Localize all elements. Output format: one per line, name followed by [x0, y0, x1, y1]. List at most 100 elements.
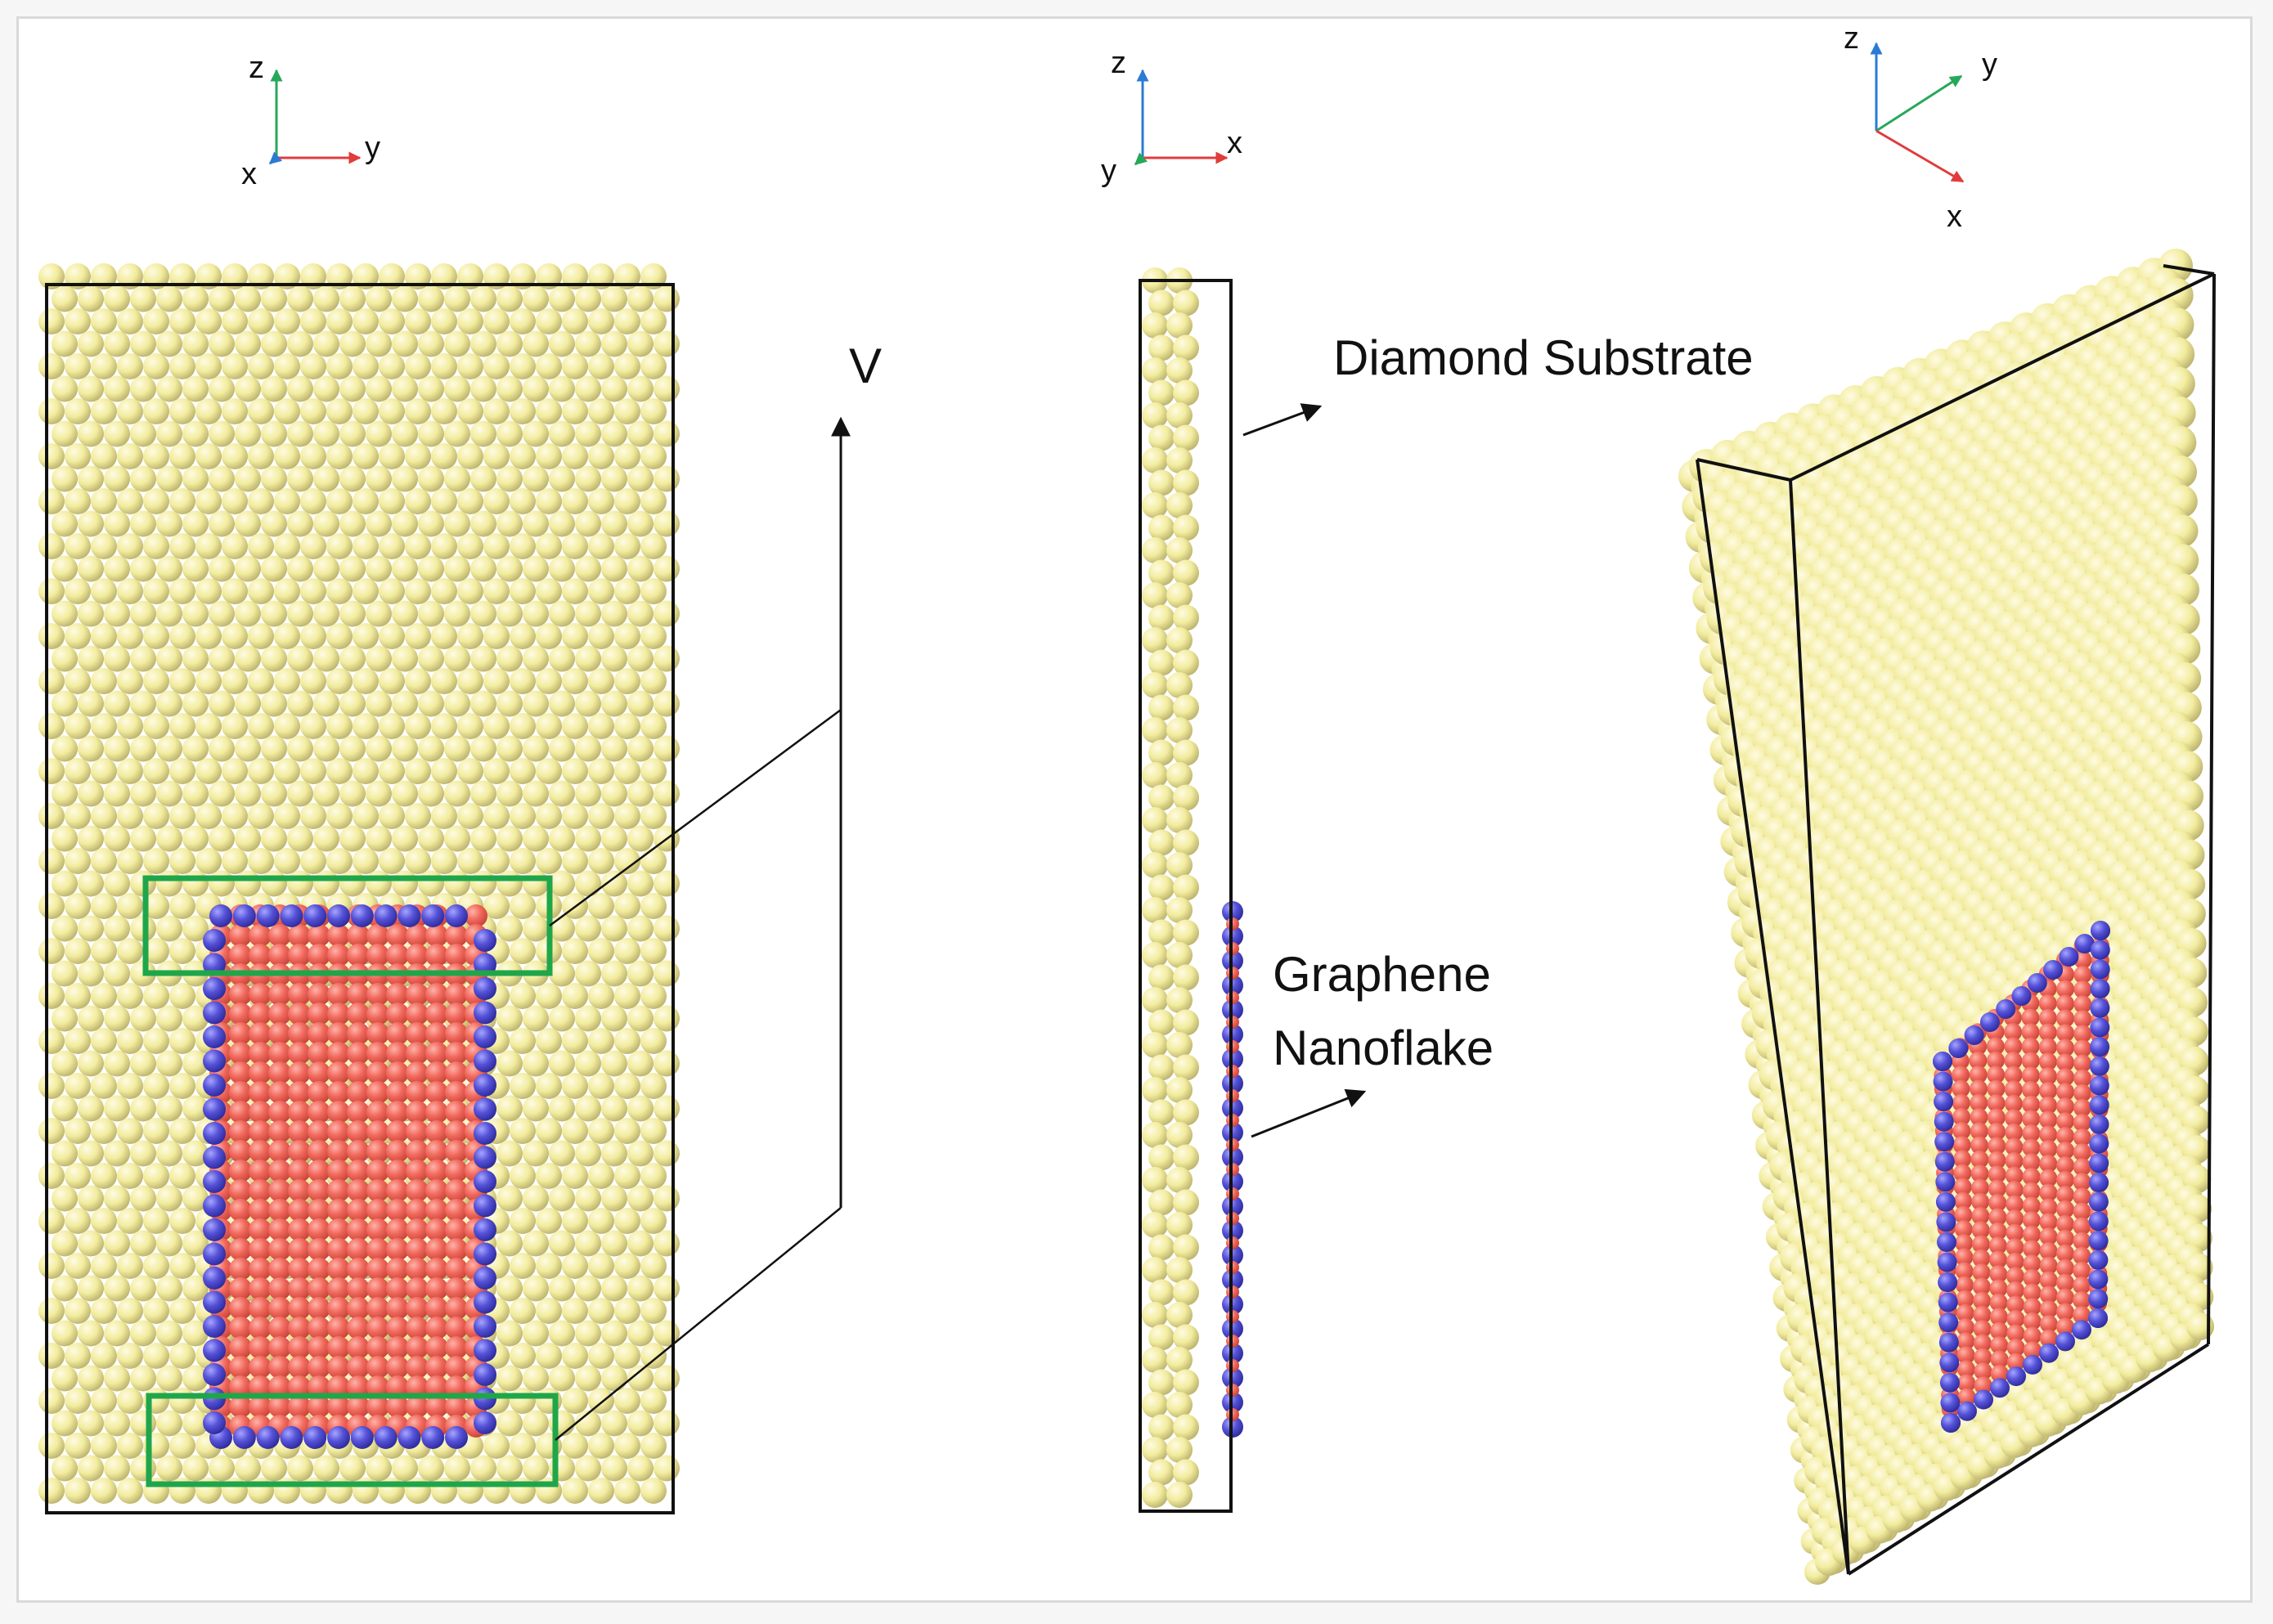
graphene-inner-atom — [229, 1160, 252, 1182]
substrate-atom — [287, 600, 313, 627]
substrate-atom — [209, 825, 235, 852]
substrate-atom — [575, 600, 601, 627]
substrate-atom — [91, 1208, 117, 1234]
substrate-atom — [654, 1230, 680, 1257]
graphene-inner-atom — [386, 1356, 409, 1379]
substrate-atom — [627, 645, 654, 672]
graphene-edge-atom — [203, 1194, 226, 1218]
substrate-atom — [627, 285, 654, 312]
substrate-atom — [38, 1163, 65, 1189]
substrate-atom — [52, 915, 78, 942]
graphene-inner-atom — [308, 1061, 330, 1084]
substrate-atom — [640, 1208, 667, 1234]
graphene-edge-atom — [203, 1146, 226, 1169]
substrate-atom — [510, 443, 536, 469]
substrate-atom — [209, 510, 235, 537]
graphene-inner-atom — [347, 1258, 370, 1281]
graphene-inner-atom — [288, 1160, 311, 1182]
substrate-atom — [640, 668, 667, 694]
substrate-atom — [496, 915, 523, 942]
substrate-atom — [195, 488, 222, 514]
graphene-inner-atom — [425, 983, 448, 1006]
substrate-atom — [182, 465, 209, 492]
substrate-atom — [640, 758, 667, 784]
substrate-atom — [261, 1455, 287, 1482]
substrate-atom — [300, 353, 326, 379]
substrate-atom — [104, 870, 130, 897]
substrate-atom — [1142, 1437, 1168, 1463]
graphene-inner-atom — [406, 1317, 429, 1339]
substrate-atom — [339, 285, 366, 312]
substrate-atom — [523, 1275, 549, 1302]
graphene-inner-atom — [268, 1238, 291, 1261]
substrate-atom — [38, 1208, 65, 1234]
substrate-atom — [457, 353, 483, 379]
substrate-atom — [575, 1230, 601, 1257]
graphene-inner-atom — [288, 1022, 311, 1045]
substrate-atom — [209, 870, 235, 897]
substrate-atom — [209, 1455, 235, 1482]
substrate-atom — [156, 600, 182, 627]
graphene-edge-atom — [474, 929, 496, 952]
substrate-atom — [353, 848, 379, 874]
substrate-atom — [104, 1275, 130, 1302]
substrate-atom — [627, 825, 654, 852]
substrate-atom — [1142, 582, 1168, 608]
graphene-inner-atom — [327, 1101, 350, 1124]
substrate-atom — [91, 578, 117, 604]
graphene-inner-atom — [327, 1199, 350, 1222]
graphene-edge-atom — [203, 977, 226, 1000]
substrate-atom — [1148, 694, 1175, 721]
substrate-atom — [130, 825, 156, 852]
substrate-atom — [91, 1253, 117, 1279]
substrate-atom — [156, 1005, 182, 1032]
substrate-atom — [470, 735, 496, 762]
substrate-atom — [65, 1433, 91, 1459]
substrate-atom — [313, 1455, 339, 1482]
substrate-atom — [536, 398, 562, 424]
substrate-atom — [562, 848, 588, 874]
substrate-atom — [654, 285, 680, 312]
substrate-atom — [483, 308, 510, 334]
substrate-atom — [169, 443, 195, 469]
graphene-inner-atom — [249, 1238, 272, 1261]
substrate-atom — [65, 848, 91, 874]
substrate-atom — [392, 555, 418, 582]
substrate-atom — [470, 780, 496, 807]
substrate-atom — [169, 1163, 195, 1189]
substrate-atom — [209, 420, 235, 447]
substrate-atom — [627, 735, 654, 762]
substrate-atom — [143, 938, 169, 964]
substrate-atom — [117, 623, 143, 649]
graphene-inner-atom — [288, 1218, 311, 1241]
substrate-atom — [130, 1230, 156, 1257]
graphene-edge-atom — [203, 1074, 226, 1097]
substrate-atom — [1148, 829, 1175, 856]
graphene-inner-atom — [308, 1218, 330, 1241]
substrate-atom — [523, 1365, 549, 1392]
substrate-atom — [248, 398, 274, 424]
substrate-atom — [313, 870, 339, 897]
substrate-atom — [261, 555, 287, 582]
graphene-inner-atom — [268, 1297, 291, 1320]
graphene-inner-atom — [327, 1022, 350, 1045]
substrate-atom — [510, 488, 536, 514]
substrate-atom — [523, 1455, 549, 1482]
substrate-atom — [588, 1073, 614, 1099]
substrate-atom — [562, 1208, 588, 1234]
substrate-atom — [588, 1343, 614, 1369]
substrate-atom — [510, 1208, 536, 1234]
graphene-inner-atom — [406, 1022, 429, 1045]
substrate-atom — [52, 1275, 78, 1302]
substrate-atom — [313, 330, 339, 357]
graphene-inner-atom — [308, 1003, 330, 1025]
substrate-atom — [65, 443, 91, 469]
graphene-inner-atom — [425, 1277, 448, 1300]
graphene-inner-atom — [386, 1101, 409, 1124]
graphene-inner-atom — [366, 1395, 389, 1418]
substrate-atom — [38, 1343, 65, 1369]
graphene-inner-atom — [366, 1297, 389, 1320]
substrate-atom — [549, 690, 575, 717]
substrate-atom — [1173, 469, 1199, 496]
